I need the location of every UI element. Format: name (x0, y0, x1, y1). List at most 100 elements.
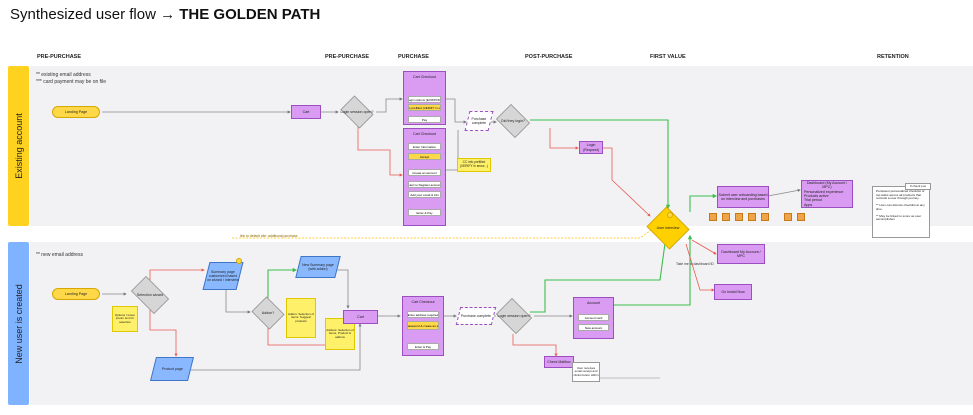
edge-login-new-no (512, 334, 558, 357)
node-label: Summary page customized based on wizard … (207, 269, 239, 283)
card-row: CC info prefilled (VERIFY in secure) (408, 104, 441, 111)
list-item: Products active (804, 194, 829, 198)
dashboard-my-account-top: Dashboard (My Account / MPC) Personalize… (801, 180, 853, 208)
edge-interview-install (685, 243, 715, 292)
decision-login-session-new: Login session open? (494, 298, 534, 334)
task-tile (735, 213, 743, 221)
stage-header-first-value: FIRST VALUE (650, 54, 686, 60)
task-tile (748, 213, 756, 221)
card-row: Login options (EXISTING) (408, 96, 441, 103)
cart-checkout-card-new: Cart Checkout Enter address required Ent… (402, 296, 444, 356)
note-existing-email: ** existing email address (36, 72, 91, 78)
note-text: ** May be linked to score as user accomp… (876, 213, 922, 222)
sticky-addons-products: Addons: Selection of items, Product & ad… (325, 318, 355, 350)
sticky-addon-selection: Addon: Selection of items: Suggest produ… (286, 298, 316, 338)
card-row: Accept (408, 153, 441, 160)
edge-newsummary-cart (336, 269, 350, 309)
decision-addon: Addon? (250, 296, 286, 330)
edge-submit-dashboard (767, 188, 801, 197)
edge-wizard-summary (149, 268, 205, 282)
card-row: Enter address required (407, 311, 439, 318)
landing-page-existing: Landing Page (52, 106, 100, 118)
decision-label: Did they login? (501, 118, 525, 123)
retention-tag: # check pos (905, 183, 931, 190)
card-row: Create an account (408, 169, 441, 176)
purchase-complete-new: Purchase complete (455, 307, 497, 325)
decision-login-session-existing: Login session open? (338, 95, 376, 129)
cart-checkout-card-b: Cart Checkout Enter Information Accept C… (403, 128, 446, 226)
card-row: Enter & Pay (408, 209, 441, 216)
node-label: Purchase complete (471, 116, 487, 125)
edge-interview-dashboard-mid (691, 239, 717, 255)
decision-label: Login session open? (497, 313, 531, 318)
card-row: Enter password & create an account (407, 321, 439, 330)
card-row: Pay (408, 116, 441, 123)
page-title: Synthesized user flow → THE GOLDEN PATH (10, 6, 321, 23)
card-title: Cart Checkout (413, 132, 436, 136)
task-tile (709, 213, 717, 221)
edge-wizard-product (149, 308, 178, 357)
card-row: Add your email & info (408, 191, 441, 198)
note-new-email: ** new email address (36, 252, 83, 258)
retention-checklist-note: Persistent personalized checklist of top… (872, 186, 930, 238)
sticky-cc-prefilled: CC info prefilled (VERIFY in secur...) (457, 158, 491, 172)
card-row: New account (578, 324, 609, 331)
edge-interview-submit (689, 193, 718, 212)
cart-checkout-card-a: Cart Checkout Login options (EXISTING) C… (403, 71, 446, 125)
user-receives-email: User receives email receipt and clicks b… (572, 362, 600, 382)
task-tile (784, 213, 792, 221)
edge-request-interview (602, 147, 651, 217)
card-title: Cart Checkout (413, 75, 436, 79)
go-install-now: Go Install Now (714, 284, 752, 300)
star-icon (236, 258, 242, 264)
edge-login-new-yes (530, 234, 668, 313)
decision-user-interview: User interview (645, 206, 691, 250)
card-title: Cart Checkout (411, 300, 435, 304)
edge-login-no (549, 128, 579, 150)
product-page: Product page (150, 357, 194, 381)
lane-new-user: New user is created (8, 242, 29, 405)
task-tile (761, 213, 769, 221)
decision-label: Addon? (261, 310, 275, 315)
node-label: Dashboard (My Account / MPC) (806, 181, 848, 190)
stage-header-pre-purchase-2: PRE-PURCHASE (325, 54, 370, 60)
stage-header-post-purchase: POST-PURCHASE (525, 54, 573, 60)
list-item: Trial period (804, 198, 822, 203)
decision-label: Selection wizard (136, 292, 164, 297)
edge-dashed-link (232, 227, 655, 239)
stage-header-pre-purchase-1: PRE-PURCHASE (37, 54, 82, 60)
list-item: Apps (804, 202, 813, 207)
node-label: New Summary page (with addon) (302, 262, 334, 271)
node-label: Purchase complete (461, 313, 491, 318)
star-icon (667, 212, 673, 218)
stage-header-retention: RETENTION (877, 54, 909, 60)
edge-login-yes (530, 119, 671, 210)
cart-new: Cart (343, 310, 378, 324)
edge-login-checkout-b (357, 124, 403, 177)
card-row: Enter & Pay (407, 343, 439, 350)
purchase-complete-existing: Purchase complete (464, 111, 494, 131)
cart-existing: Cart (291, 105, 321, 119)
decision-label: Login session open? (340, 109, 374, 114)
decision-label: User interview (656, 225, 680, 230)
submit-user-onboarding: Submit user onboarding based on intervie… (717, 186, 769, 208)
card-row: Enter Information (408, 143, 441, 150)
decision-selection-wizard: Selection wizard (127, 276, 173, 314)
edge-addon-newsummary (267, 267, 298, 298)
account-card: Account Account card New account (573, 297, 614, 339)
card-row: Account card (578, 314, 609, 321)
edge-account-interview (614, 234, 693, 306)
note-text: ** User can dismiss checklist at any tim… (876, 203, 925, 211)
check-mailbox: Check Mailbox (544, 356, 574, 368)
stage-header-purchase: PURCHASE (398, 54, 429, 60)
edge-summary-addon (225, 288, 251, 314)
task-tile (797, 213, 805, 221)
edge-login-checkout-a (376, 97, 403, 113)
lane-existing-account: Existing account (8, 66, 29, 226)
card-title: Account (587, 301, 600, 305)
dashed-link-label: link to default site: additional purchas… (240, 234, 298, 238)
node-label: Product page (161, 366, 183, 371)
edge-checkout-purchase (446, 98, 467, 124)
new-summary-page: New Summary page (with addon) (295, 256, 341, 278)
note-card-payment: *** card payment may be on file (36, 79, 107, 85)
